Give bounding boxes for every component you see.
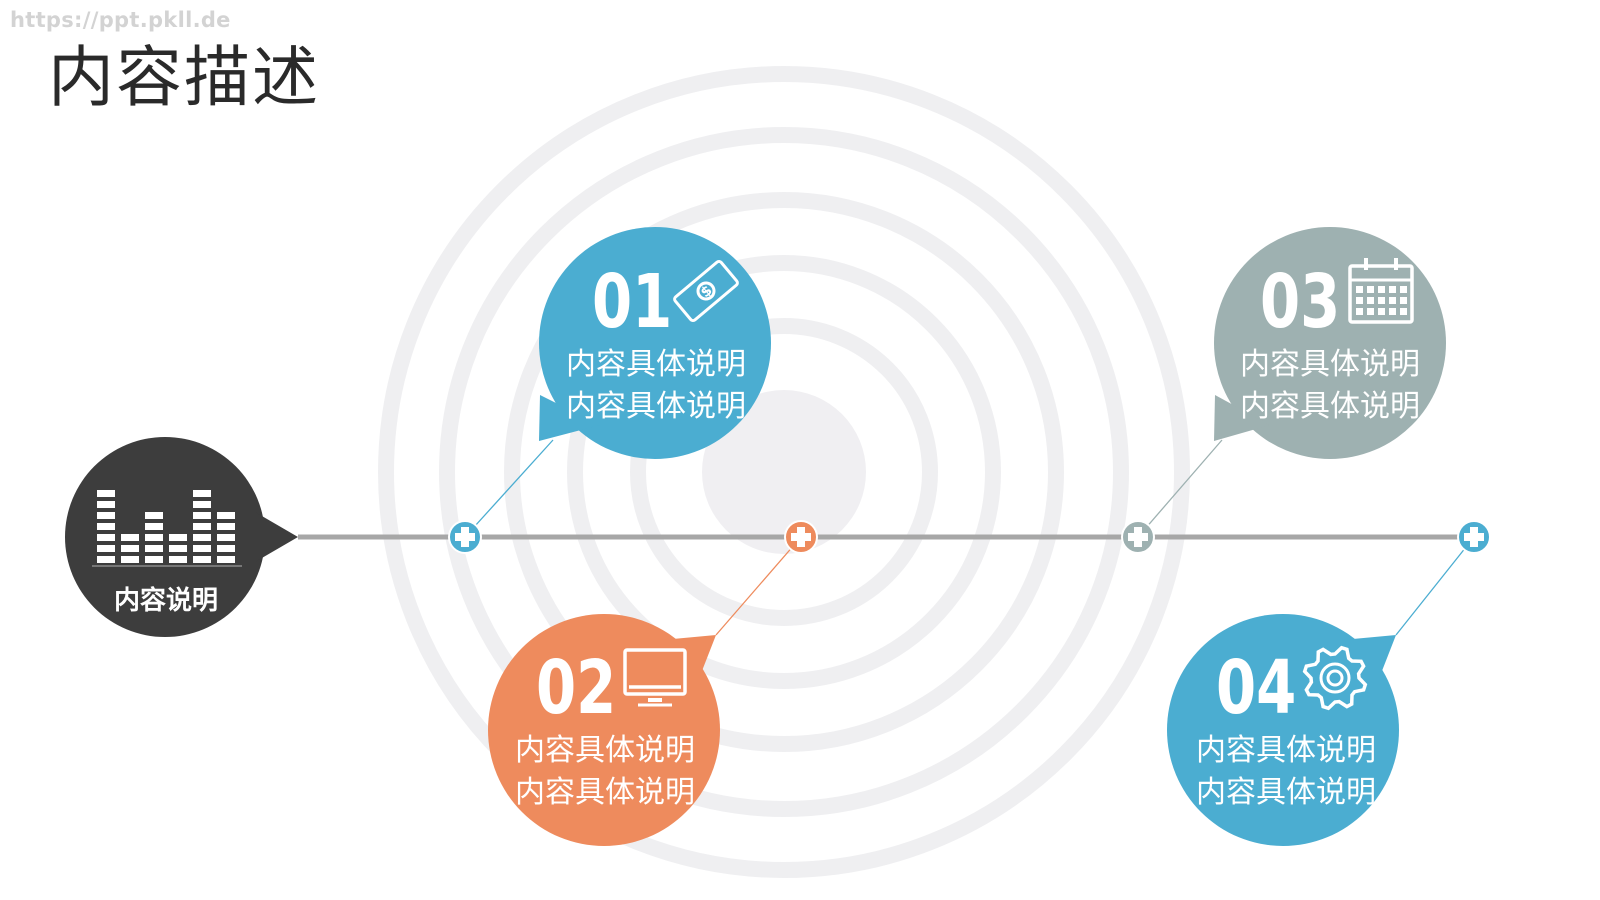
bubble-04-line2: 内容具体说明 (1196, 775, 1376, 810)
connector-1 (464, 439, 554, 538)
connector-2 (715, 536, 802, 636)
bubble-03-line2: 内容具体说明 (1240, 389, 1420, 424)
timeline-marker-2 (784, 520, 818, 554)
bubble-04-line1: 内容具体说明 (1196, 733, 1376, 768)
bubble-02-line2: 内容具体说明 (515, 775, 695, 810)
background-rings (378, 66, 1190, 878)
bubble-03 (1214, 227, 1446, 459)
timeline-marker-1 (448, 520, 482, 554)
timeline-marker-4 (1457, 520, 1491, 554)
hub-bubble (65, 437, 298, 637)
bubble-02-line1: 内容具体说明 (515, 733, 695, 768)
equalizer-bars-icon (97, 490, 235, 563)
bubble-02 (488, 614, 720, 846)
calendar-icon (1348, 258, 1414, 324)
gear-icon (1302, 645, 1368, 711)
bubble-01-line2: 内容具体说明 (566, 389, 746, 424)
bubble-02-text: 内容具体说明 内容具体说明 (485, 730, 725, 814)
connector-4 (1395, 536, 1475, 636)
page-title: 内容描述 (48, 39, 320, 116)
timeline-marker-3 (1121, 520, 1155, 554)
bubble-03-number: 03 (1260, 259, 1341, 345)
background-center-disc (702, 390, 866, 554)
bubble-04 (1167, 614, 1399, 846)
hub-label: 内容说明 (113, 586, 218, 616)
bubble-04-number: 04 (1216, 645, 1297, 731)
bubble-01-line1: 内容具体说明 (566, 347, 746, 382)
watermark: https://ppt.pkll.de (10, 8, 231, 32)
bubble-03-text: 内容具体说明 内容具体说明 (1210, 344, 1450, 428)
bubble-01-text: 内容具体说明 内容具体说明 (536, 344, 776, 428)
bubble-02-number: 02 (536, 645, 617, 731)
connector-3 (1137, 439, 1223, 538)
bubble-01-number: 01 (592, 259, 673, 345)
bubble-01: $ (539, 227, 771, 459)
monitor-icon (623, 648, 687, 707)
bubble-03-line1: 内容具体说明 (1240, 347, 1420, 382)
bubble-04-text: 内容具体说明 内容具体说明 (1166, 730, 1406, 814)
